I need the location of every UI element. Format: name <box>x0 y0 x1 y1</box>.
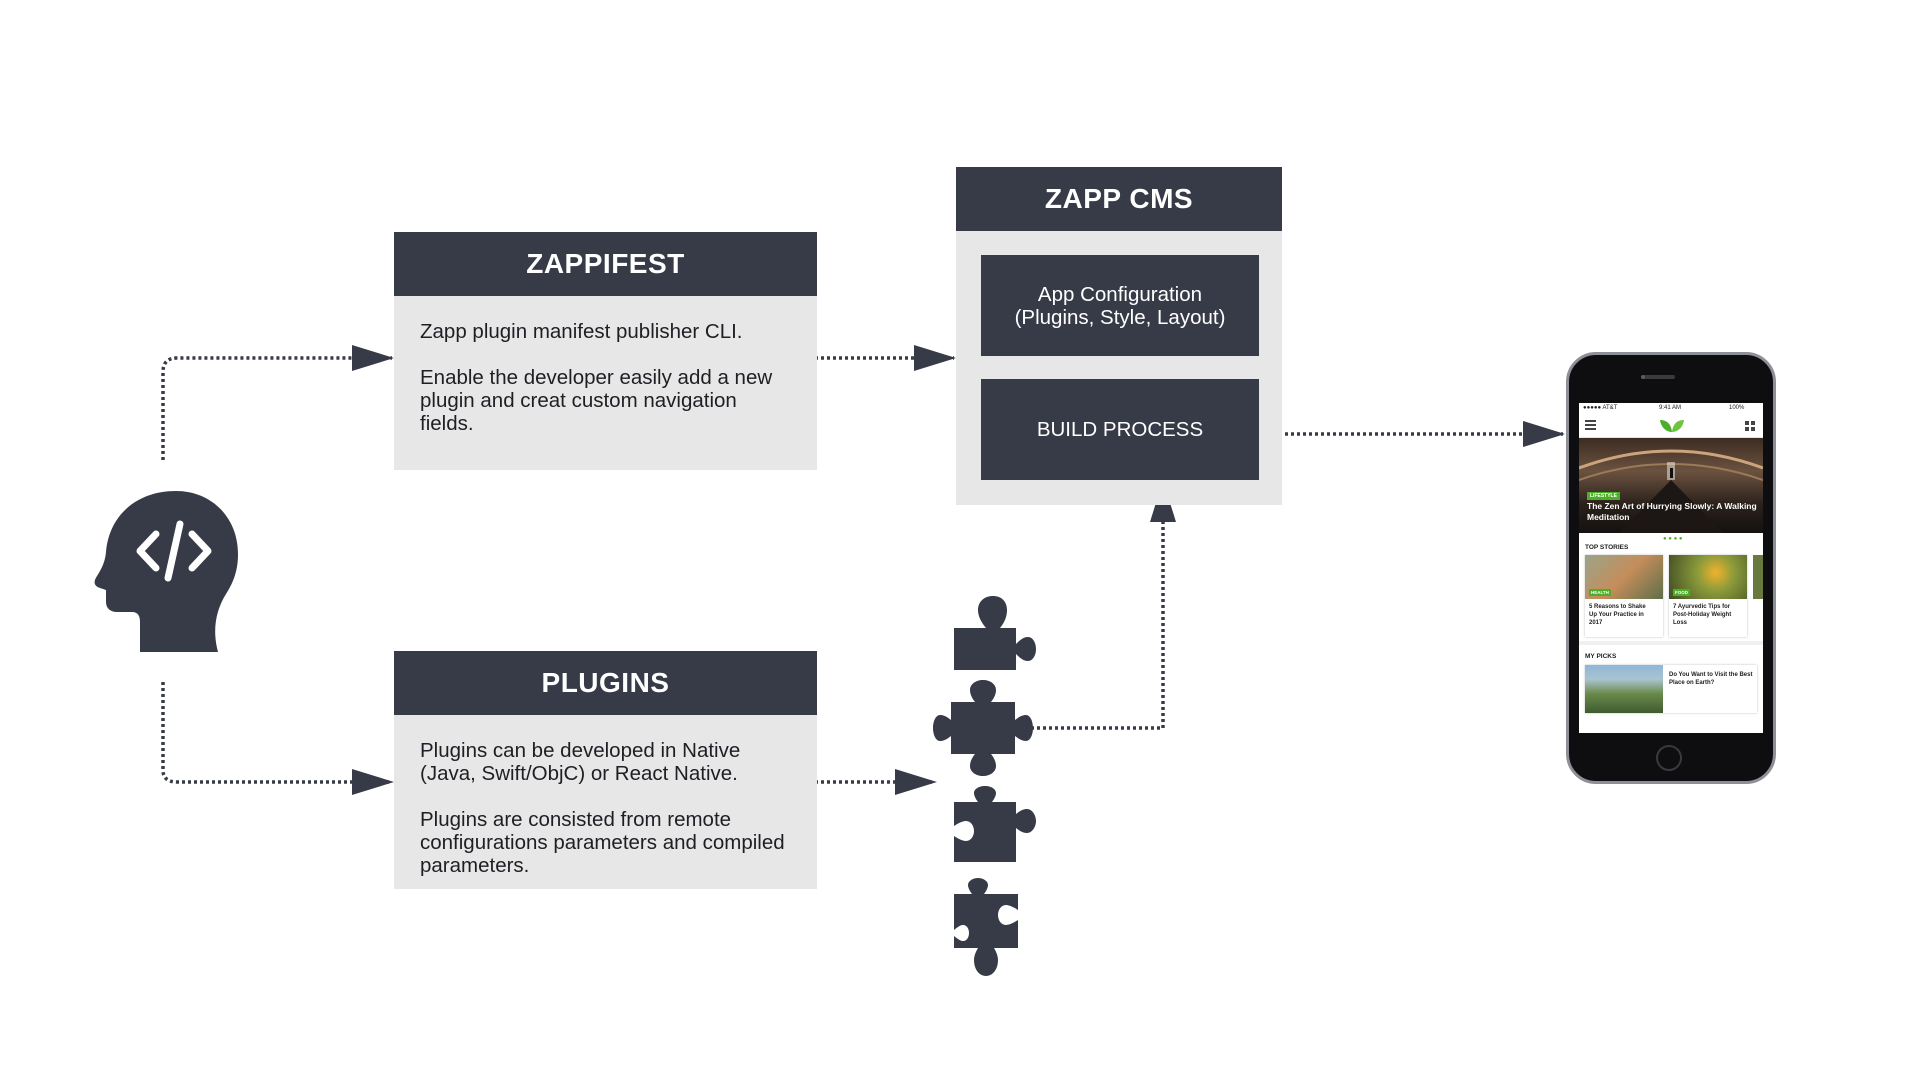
story-card-tag: HEALTH <box>1589 589 1611 596</box>
plugins-title: PLUGINS <box>394 651 817 715</box>
developer-head-icon <box>92 490 240 652</box>
puzzle-piece-icon <box>950 878 1024 976</box>
phone-mockup: ●●●●● AT&T 9:41 AM 100% <box>1566 352 1776 784</box>
puzzle-piece-icon <box>950 596 1036 676</box>
story-card[interactable]: HEALTH 5 Reasons to Shake Up Your Practi… <box>1585 555 1663 637</box>
hero-article[interactable]: LIFESTYLE The Zen Art of Hurrying Slowly… <box>1579 438 1763 533</box>
zappifest-description: Zapp plugin manifest publisher CLI. Enab… <box>394 296 817 470</box>
build-process-block: BUILD PROCESS <box>981 379 1259 480</box>
story-card-peek <box>1753 555 1763 599</box>
arrow-developer-to-zappifest <box>161 345 394 460</box>
home-button[interactable] <box>1656 745 1682 771</box>
arrow-pieces-to-build <box>1025 480 1176 730</box>
my-picks-item[interactable]: Do You Want to Visit the Best Place on E… <box>1585 665 1757 713</box>
my-picks-image <box>1585 665 1663 713</box>
hero-title: The Zen Art of Hurrying Slowly: A Walkin… <box>1587 501 1757 522</box>
status-battery: 100% <box>1729 405 1745 411</box>
code-brackets-icon <box>136 520 212 582</box>
zappifest-line-1: Zapp plugin manifest publisher CLI. <box>420 320 743 343</box>
status-carrier: ●●●●● AT&T <box>1583 405 1618 411</box>
leaf-logo-icon <box>1660 420 1684 432</box>
section-divider <box>1579 641 1763 645</box>
plugins-line-1: Plugins can be developed in Native (Java… <box>420 739 741 785</box>
story-card-title: 5 Reasons to Shake Up Your Practice in 2… <box>1589 604 1646 626</box>
plugins-description: Plugins can be developed in Native (Java… <box>394 715 817 889</box>
carousel-dots: ● ● ● ● <box>1663 536 1683 542</box>
story-card[interactable]: FOOD 7 Ayurvedic Tips for Post-Holiday W… <box>1669 555 1747 637</box>
puzzle-piece-icon <box>933 680 1033 776</box>
phone-screen: ●●●●● AT&T 9:41 AM 100% <box>1579 403 1763 733</box>
grid-view-icon[interactable] <box>1745 421 1755 431</box>
zappifest-title: ZAPPIFEST <box>394 232 817 296</box>
puzzle-piece-icon <box>950 786 1036 862</box>
arrow-developer-to-plugins <box>161 682 394 795</box>
zappifest-box: ZAPPIFEST Zapp plugin manifest publisher… <box>394 232 817 470</box>
front-camera <box>1641 375 1645 379</box>
hero-bridge-image <box>1579 449 1763 533</box>
zapp-cms-box: ZAPP CMS App Configuration (Plugins, Sty… <box>956 167 1282 505</box>
plugins-box: PLUGINS Plugins can be developed in Nati… <box>394 651 817 889</box>
app-configuration-block: App Configuration (Plugins, Style, Layou… <box>981 255 1259 356</box>
zappifest-line-2: Enable the developer easily add a new pl… <box>420 366 773 435</box>
status-bar: ●●●●● AT&T 9:41 AM 100% <box>1579 403 1763 413</box>
zapp-cms-title: ZAPP CMS <box>956 167 1282 231</box>
earpiece <box>1643 375 1675 379</box>
app-nav-bar <box>1579 413 1763 438</box>
top-stories-label: TOP STORIES <box>1585 544 1629 551</box>
hamburger-menu-icon[interactable] <box>1585 420 1596 430</box>
story-card-title: 7 Ayurvedic Tips for Post-Holiday Weight… <box>1673 604 1732 626</box>
my-picks-label: MY PICKS <box>1585 653 1617 660</box>
status-time: 9:41 AM <box>1659 405 1682 411</box>
hero-tag: LIFESTYLE <box>1587 492 1620 500</box>
story-card-tag: FOOD <box>1673 589 1690 596</box>
my-picks-title: Do You Want to Visit the Best Place on E… <box>1669 672 1753 686</box>
plugins-line-2: Plugins are consisted from remote config… <box>420 808 785 877</box>
